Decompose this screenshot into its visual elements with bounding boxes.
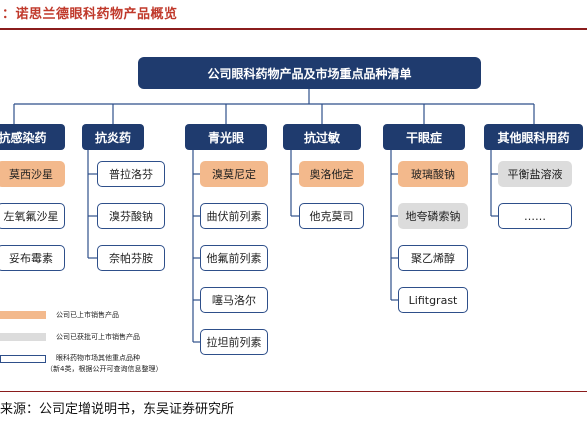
legend-label-approved: 公司已获批可上市销售产品 bbox=[56, 333, 140, 341]
product-bromfenac-sodium: 溴芬酸钠 bbox=[97, 203, 165, 229]
product-moxifloxacin: 莫西沙星 bbox=[0, 161, 65, 187]
product-tacrolimus: 他克莫司 bbox=[299, 203, 364, 229]
category-dry-eye: 干眼症 bbox=[383, 124, 465, 150]
product-more-ellipsis: …… bbox=[498, 203, 572, 229]
product-olopatadine: 奥洛他定 bbox=[299, 161, 364, 187]
category-anti-inflammatory: 抗炎药 bbox=[82, 124, 144, 150]
source-note: 来源：公司定增说明书，东吴证券研究所 bbox=[0, 402, 235, 417]
category-glaucoma: 青光眼 bbox=[185, 124, 267, 150]
product-tobramycin: 妥布霉素 bbox=[0, 245, 65, 271]
product-pranoprofen: 普拉洛芬 bbox=[97, 161, 165, 187]
product-travoprost: 曲伏前列素 bbox=[200, 203, 268, 229]
product-lifitegrast: Lifitgrast bbox=[398, 287, 468, 313]
product-nepafenac: 奈帕芬胺 bbox=[97, 245, 165, 271]
product-diquafosol-sodium: 地夸磷索钠 bbox=[398, 203, 468, 229]
page-title: ：诺思兰德眼科药物产品概览 bbox=[2, 7, 178, 22]
legend-swatch-marketed bbox=[0, 311, 46, 319]
product-levofloxacin: 左氧氟沙星 bbox=[0, 203, 65, 229]
product-tafluprost: 他氟前列素 bbox=[200, 245, 268, 271]
product-polyvinyl-alcohol: 聚乙烯醇 bbox=[398, 245, 468, 271]
root-node: 公司眼科药物产品及市场重点品种清单 bbox=[138, 57, 481, 89]
legend-label-key-note: （新4类，根据公开可查询信息整理） bbox=[46, 365, 163, 373]
product-brimonidine: 溴莫尼定 bbox=[200, 161, 268, 187]
category-other-ophthalmic: 其他眼科用药 bbox=[484, 124, 583, 150]
category-anti-allergy: 抗过敏 bbox=[283, 124, 361, 150]
legend-swatch-key bbox=[0, 355, 46, 363]
legend-label-marketed: 公司已上市销售产品 bbox=[56, 311, 119, 319]
product-balanced-salt-solution: 平衡盐溶液 bbox=[498, 161, 572, 187]
product-sodium-hyaluronate: 玻璃酸钠 bbox=[398, 161, 468, 187]
footer-divider bbox=[0, 391, 587, 392]
header-divider bbox=[0, 28, 587, 30]
legend-label-key: 眼科药物市场其他重点品种 bbox=[56, 354, 140, 362]
product-timolol: 噻马洛尔 bbox=[200, 287, 268, 313]
category-anti-infective: 抗感染药 bbox=[0, 124, 65, 150]
legend-swatch-approved bbox=[0, 333, 46, 341]
product-latanoprost: 拉坦前列素 bbox=[200, 329, 268, 355]
